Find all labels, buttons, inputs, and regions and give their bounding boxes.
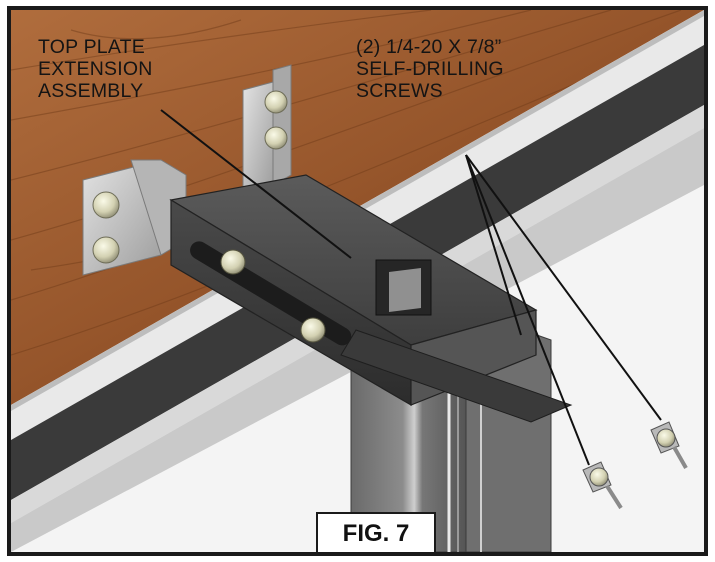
- self-drilling-screw-1: [582, 461, 623, 510]
- leader-screw-b: [465, 154, 590, 466]
- right-wall-bracket: [242, 64, 292, 194]
- figure-frame: TOP PLATE EXTENSION ASSEMBLY (2) 1/4-20 …: [7, 6, 708, 556]
- callout-line: EXTENSION: [38, 58, 153, 80]
- bolt-head: [92, 236, 120, 264]
- figure-label: FIG. 7: [316, 512, 436, 552]
- bolt-head: [264, 90, 288, 114]
- assembly-illustration: [11, 10, 704, 552]
- callout-line: (2) 1/4-20 X 7/8”: [356, 36, 502, 58]
- callout-line: SELF-DRILLING: [356, 58, 504, 80]
- bolt-head: [264, 126, 288, 150]
- plate-lower-flange: [340, 329, 573, 423]
- top-plate-extension-callout: TOP PLATE EXTENSION ASSEMBLY: [38, 36, 268, 102]
- self-drilling-screw-2: [650, 421, 688, 469]
- callout-line: TOP PLATE: [38, 36, 145, 58]
- bolt-head: [300, 317, 326, 343]
- bolt-head: [220, 249, 246, 275]
- screws-callout: (2) 1/4-20 X 7/8” SELF-DRILLING SCREWS: [356, 36, 616, 102]
- leader-screw-c: [465, 154, 662, 421]
- leader-top-plate: [160, 109, 352, 259]
- leader-lines: [160, 109, 662, 466]
- tube-inner-face: [389, 268, 421, 312]
- top-plate-extension-assembly: [169, 174, 573, 423]
- bolt-head: [92, 191, 120, 219]
- callout-line: ASSEMBLY: [38, 80, 144, 102]
- callout-line: SCREWS: [356, 80, 443, 102]
- leader-screw-a: [465, 154, 522, 336]
